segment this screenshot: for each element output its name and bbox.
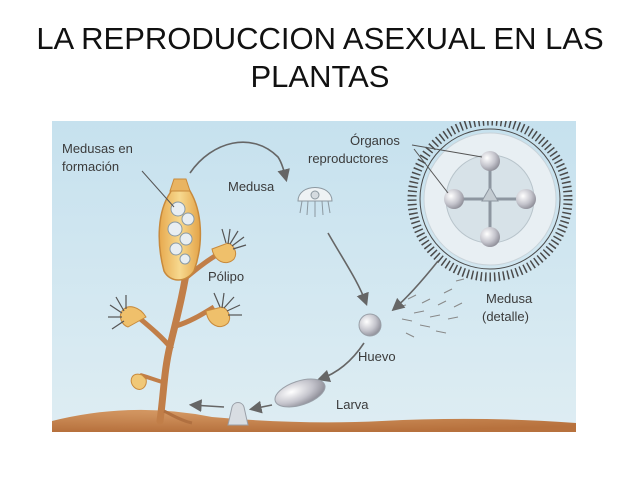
arrow-larva-to-polyp (248, 400, 273, 414)
ground (52, 409, 576, 432)
label-larva: Larva (336, 397, 369, 412)
slide-title-line-1: LA REPRODUCCION ASEXUAL EN LAS (36, 21, 604, 56)
label-polipo: Pólipo (208, 269, 244, 284)
arrow-polyp-to-colony (188, 399, 225, 412)
slide-title-line-2: PLANTAS (250, 59, 390, 94)
label-medusas-en-formacion-1: Medusas en (62, 141, 133, 156)
label-medusa-detalle-2: (detalle) (482, 309, 529, 324)
polyp-head (211, 228, 247, 264)
young-polyp (227, 402, 249, 426)
polyp-head (108, 295, 147, 330)
organs-pointer-lines (411, 144, 483, 194)
label-medusa: Medusa (228, 179, 275, 194)
arrow-medusa-to-egg (327, 232, 369, 307)
arrow-egg-to-larva (316, 342, 365, 383)
medusa-small (297, 187, 333, 217)
polyp-colony (108, 178, 247, 425)
arrow-polyp-to-medusa (189, 141, 290, 183)
medusa-detail (407, 121, 573, 282)
sperm-cloud (396, 278, 465, 338)
label-medusas-en-formacion-2: formación (62, 159, 119, 174)
egg (358, 313, 382, 337)
label-organos-2: reproductores (308, 151, 389, 166)
label-medusa-detalle-1: Medusa (486, 291, 533, 306)
arrow-detail-to-egg (391, 260, 439, 312)
reproduction-diagram: Medusas en formación Medusa Órganos repr… (52, 121, 576, 432)
slide-title: LA REPRODUCCION ASEXUAL EN LAS PLANTAS (20, 20, 620, 96)
label-organos-1: Órganos (350, 133, 400, 148)
larva (274, 378, 326, 408)
forming-medusae-pointer (141, 170, 175, 208)
polyp-head (205, 292, 242, 327)
diagram-canvas: Medusas en formación Medusa Órganos repr… (52, 121, 576, 432)
label-huevo: Huevo (358, 349, 396, 364)
